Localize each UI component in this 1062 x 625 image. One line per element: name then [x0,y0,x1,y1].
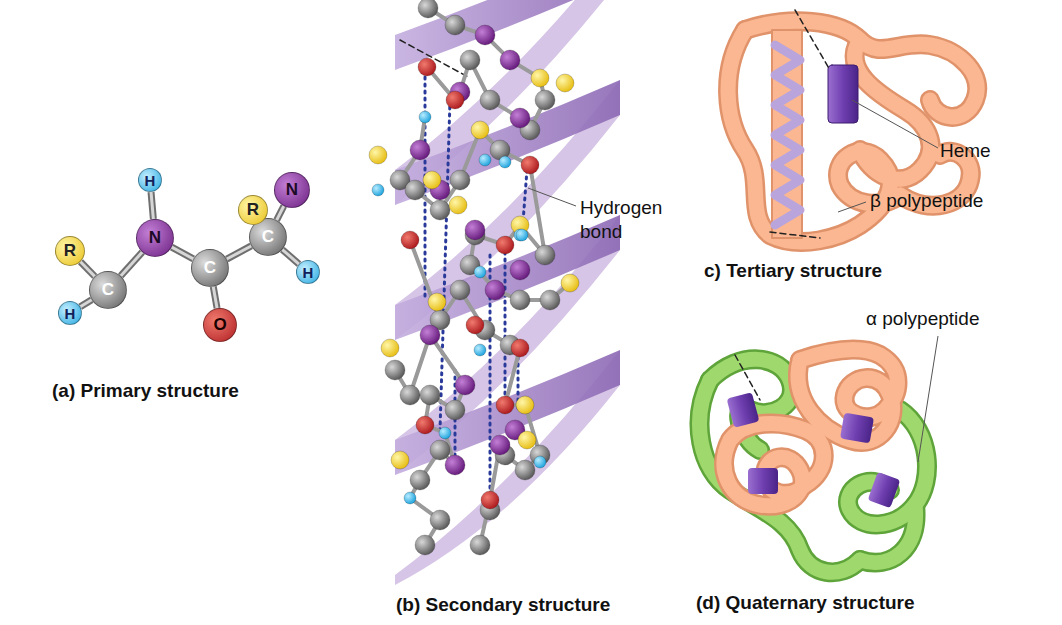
atom-symbol: H [303,264,314,281]
atom-symbol: R [64,241,76,261]
leader-line [852,100,938,148]
bond-line [121,252,143,276]
atom-symbol: N [286,180,298,200]
atom-circle: O [203,308,237,342]
atom-circle: H [138,168,162,192]
atom-circle: N [136,219,174,257]
leader-line [918,336,938,462]
bond-line [172,247,194,259]
atom-symbol: C [204,258,216,278]
helix-atoms [369,0,579,555]
panel-caption: c) Tertiary structure [704,260,882,282]
leader-line [528,188,576,206]
callout-label: Hydrogen bond [580,196,690,244]
bond-line [227,246,251,259]
atom-symbol: C [262,227,274,247]
bond-line [80,262,94,277]
atom-circle: C [89,271,127,309]
panel-caption: (a) Primary structure [52,380,239,402]
callout-label: β polypeptide [870,190,983,212]
atom-circle: C [191,249,229,287]
panel-caption: (d) Quaternary structure [696,592,915,614]
quaternary-protein [700,350,927,573]
bond-line [277,206,284,220]
callout-label: α polypeptide [866,308,979,330]
bond-line [80,300,91,307]
atom-symbol: N [149,228,161,248]
atom-symbol: R [247,200,259,220]
helix-ribbon [395,0,620,585]
helix-backbone [395,8,570,545]
panel-caption: (b) Secondary structure [396,594,610,616]
atom-circle: H [58,301,82,325]
atom-circle: R [238,195,268,225]
atom-symbol: H [65,305,76,322]
atom-circle: R [55,236,85,266]
atom-circle: N [274,172,310,208]
bond-line [282,250,299,265]
atom-symbol: H [145,172,156,189]
atom-symbol: C [102,280,114,300]
callout-label: Heme [940,140,991,162]
leader-line [838,202,866,212]
atom-circle: H [296,260,320,284]
atom-symbol: O [213,315,226,335]
bond-line [151,192,153,219]
bond-line [213,287,217,309]
